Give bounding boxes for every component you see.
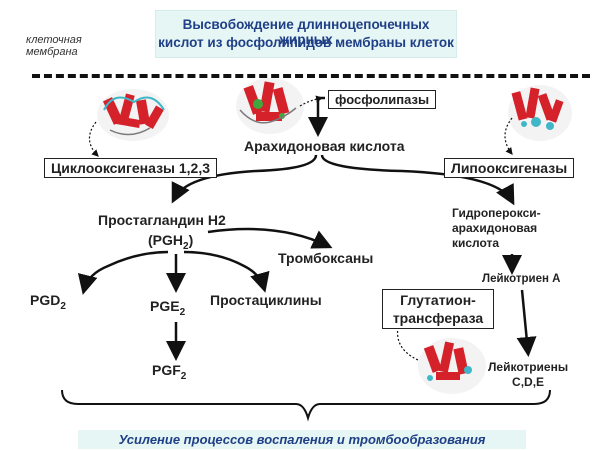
glutathione-transferase-box: Глутатион- трансфераза bbox=[382, 289, 494, 329]
phospholipases-box: фосфолипазы bbox=[328, 90, 437, 109]
pge-base: PGE bbox=[150, 298, 180, 314]
cell-membrane-line bbox=[32, 74, 590, 78]
to-hydroperoxy-arrow bbox=[320, 154, 515, 206]
phospholipase-protein-icon bbox=[236, 78, 304, 134]
pge2-label: PGE2 bbox=[150, 298, 185, 318]
membrane-label-line-2: мембрана bbox=[26, 46, 78, 58]
to-prostacyclins-arrow bbox=[183, 250, 270, 293]
membrane-label: клеточная мембрана bbox=[26, 34, 82, 58]
lipoxygenases-box: Липооксигеназы bbox=[444, 158, 575, 178]
title-line-2: кислот из фосфолипидов мембраны клеток bbox=[158, 35, 454, 50]
to-thromboxanes-arrow bbox=[207, 227, 333, 249]
pge-sub: 2 bbox=[179, 306, 186, 318]
prostaglandin-h2-label: Простагландин Н2 bbox=[98, 212, 226, 228]
leukotriene-a-label: Лейкотриен А bbox=[482, 273, 561, 285]
pgh2-sub: 2 bbox=[183, 240, 189, 252]
leukotrienes-line-2: C,D,E bbox=[512, 375, 545, 389]
gst-dotted-arrow bbox=[396, 312, 419, 361]
hydroperoxy-line-2: арахидоновая bbox=[452, 221, 538, 235]
pgh2-suffix: ) bbox=[188, 232, 194, 248]
glutathione-transferase-protein-icon bbox=[418, 338, 486, 394]
hydroperoxy-label: Гидроперокси- арахидоновая кислота bbox=[452, 206, 541, 251]
hydroperoxy-line-3: кислота bbox=[452, 236, 500, 250]
cyclooxygenase-protein-icon bbox=[97, 89, 169, 141]
pgh2-prefix: (PGH bbox=[148, 232, 183, 248]
to-leukotrienes-cde-arrow bbox=[516, 289, 537, 357]
pgf-base: PGF bbox=[152, 362, 181, 378]
thromboxanes-label: Тромбоксаны bbox=[278, 250, 374, 266]
prostacyclins-label: Простациклины bbox=[210, 292, 322, 308]
to-pgh2-arrow bbox=[171, 154, 318, 204]
pgf-sub: 2 bbox=[180, 370, 187, 382]
cox-dotted-arrow bbox=[88, 121, 99, 157]
pgd2-label: PGD2 bbox=[30, 292, 66, 312]
glutathione-line-1: Глутатион- bbox=[400, 292, 476, 308]
pgh2-label: (PGH2) bbox=[148, 232, 193, 252]
leukotrienes-line-1: Лейкотриены bbox=[488, 360, 569, 374]
footer-caption: Усиление процессов воспаления и тромбооб… bbox=[78, 430, 526, 449]
title-box: Высвобождение длинноцепочечных жирных ки… bbox=[155, 10, 457, 58]
pgd-base: PGD bbox=[30, 292, 61, 308]
pgf2-label: PGF2 bbox=[152, 362, 186, 382]
title-line-1: Высвобождение длинноцепочечных жирных bbox=[182, 17, 430, 47]
to-pgd2-arrow bbox=[77, 250, 169, 295]
glutathione-line-2: трансфераза bbox=[392, 310, 484, 326]
cyclooxygenases-box: Циклооксигеназы 1,2,3 bbox=[44, 158, 218, 178]
arachidonic-acid-label: Арахидоновая кислота bbox=[244, 138, 405, 154]
pgd-sub: 2 bbox=[60, 300, 66, 312]
hydroperoxy-line-1: Гидроперокси- bbox=[452, 206, 541, 220]
leukotrienes-cde-label: Лейкотриены C,D,E bbox=[488, 360, 568, 390]
bottom-brace bbox=[61, 389, 551, 422]
membrane-label-line-1: клеточная bbox=[26, 34, 82, 46]
lipoxygenase-protein-icon bbox=[508, 85, 572, 141]
